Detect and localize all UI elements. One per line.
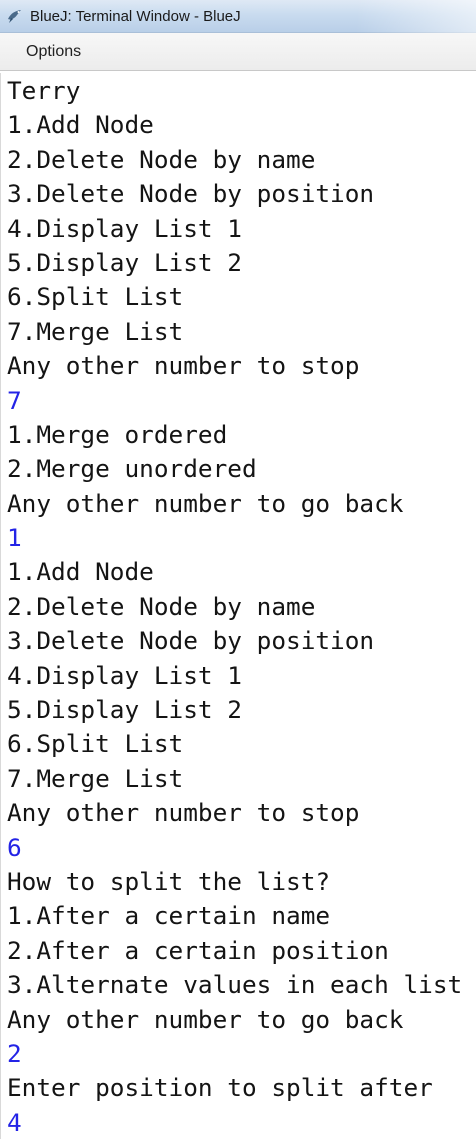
terminal-output-line: 3.Delete Node by position (7, 179, 375, 209)
terminal-output-line: 2.Merge unordered (7, 454, 257, 484)
terminal-output-line: Enter position to split after (7, 1073, 433, 1103)
terminal-output-line: 6.Split List (7, 282, 184, 312)
terminal-output-line: 1.Add Node (7, 110, 154, 140)
terminal-input-line: 1 (7, 523, 22, 553)
title-bar[interactable]: BlueJ: Terminal Window - BlueJ (0, 0, 476, 33)
terminal-output-line: 1.Merge ordered (7, 419, 228, 449)
bluej-bird-icon (6, 7, 24, 25)
terminal-output-line: Terry (7, 76, 81, 105)
terminal-input-line: 6 (7, 832, 22, 862)
terminal-input-line: 7 (7, 385, 22, 415)
terminal-input-line: 2 (7, 1038, 22, 1068)
menu-options[interactable]: Options (26, 42, 82, 60)
terminal-output-line: 6.Split List (7, 729, 184, 759)
terminal-output-line: 3.Alternate values in each list (7, 970, 463, 1000)
menu-bar: Options (0, 33, 476, 71)
terminal-output-line: 1.After a certain name (7, 901, 331, 931)
terminal-output-line: 2.Delete Node by name (7, 144, 316, 174)
terminal-output-line: Any other number to go back (7, 1004, 404, 1034)
terminal-output-line: 2.Delete Node by name (7, 591, 316, 621)
terminal-output[interactable]: Terry 1.Add Node 2.Delete Node by name 3.De… (0, 73, 476, 1139)
window-title: BlueJ: Terminal Window - BlueJ (30, 7, 241, 25)
terminal-output-line: How to split the list? (7, 866, 331, 896)
terminal-output-line: 5.Display List 2 (7, 695, 242, 725)
terminal-output-line: 5.Display List 2 (7, 247, 242, 277)
terminal-output-line: 3.Delete Node by position (7, 626, 375, 656)
terminal-output-line: 7.Merge List (7, 763, 184, 793)
terminal-output-line: 4.Display List 1 (7, 660, 242, 690)
terminal-output-line: 7.Merge List (7, 316, 184, 346)
terminal-input-line: 4 (7, 1107, 22, 1137)
terminal-output-line: 1.Add Node (7, 557, 154, 587)
terminal-output-line: Any other number to go back (7, 488, 404, 518)
terminal-output-line: 4.Display List 1 (7, 213, 242, 243)
terminal-output-line: Any other number to stop (7, 798, 360, 828)
terminal-output-line: Any other number to stop (7, 351, 360, 381)
terminal-output-line: 2.After a certain position (7, 935, 389, 965)
